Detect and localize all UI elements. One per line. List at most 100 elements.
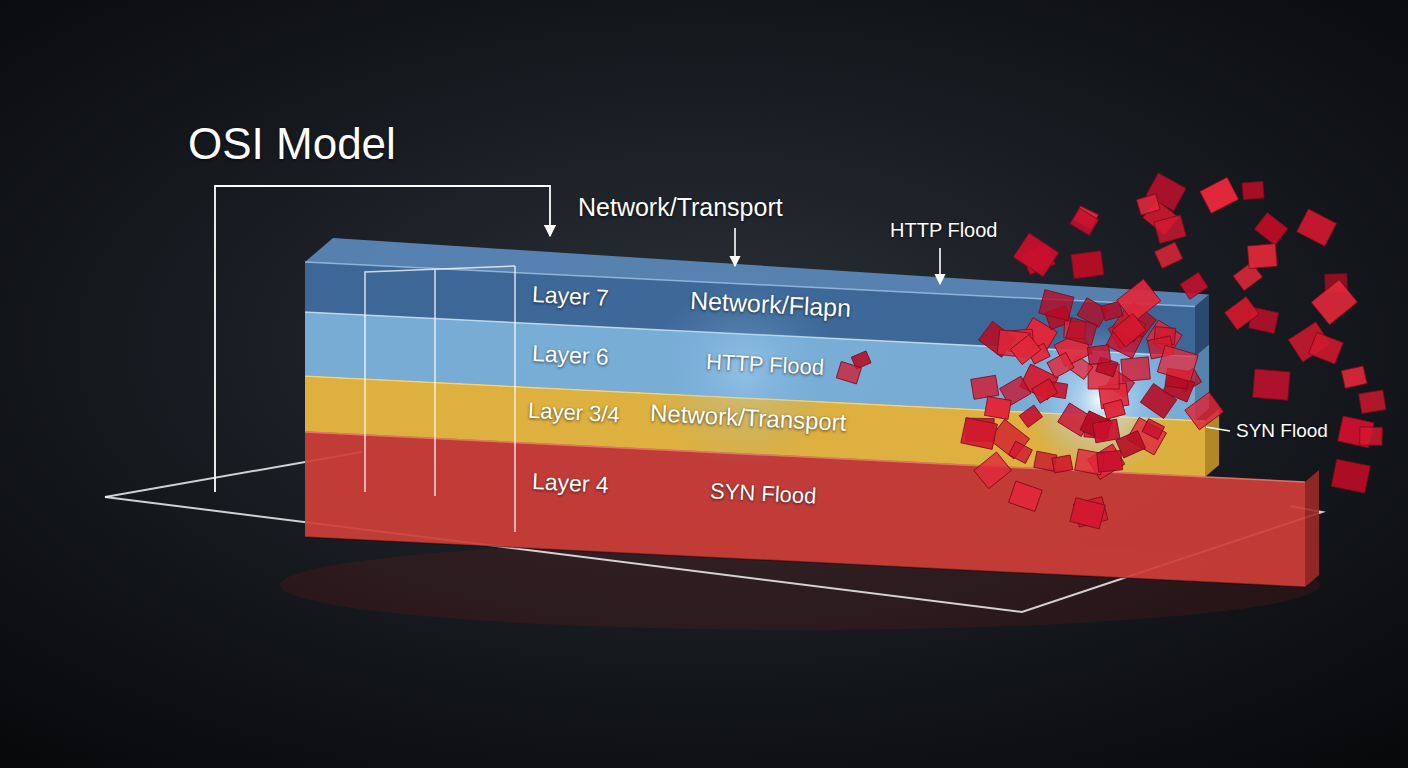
packet-square xyxy=(989,419,1030,459)
impact-glow xyxy=(1025,325,1175,475)
packet-square xyxy=(1331,459,1370,493)
packet-square xyxy=(1180,272,1208,299)
leader-line xyxy=(1206,427,1230,431)
packet-square xyxy=(1140,383,1176,418)
slab-side-face xyxy=(1205,409,1219,477)
packet-square xyxy=(1032,379,1058,404)
text-holder: Layer 4 xyxy=(532,470,609,498)
packet-square xyxy=(1047,352,1074,377)
packet-square xyxy=(1010,335,1041,365)
packet-square xyxy=(1112,313,1146,346)
packet-square xyxy=(1121,357,1151,382)
packet-square xyxy=(1009,481,1043,511)
slab-edge xyxy=(305,312,1195,357)
callout-label: Network/Transport xyxy=(578,192,783,222)
packet-square xyxy=(1092,419,1119,443)
layer-number: Layer 6 xyxy=(531,340,609,371)
packet-square xyxy=(1112,310,1145,342)
callout-label: SYN Flood xyxy=(1236,420,1328,443)
packet-square xyxy=(1101,301,1123,320)
packet-square xyxy=(1154,242,1182,268)
packet-square xyxy=(1073,206,1098,229)
packet-square xyxy=(1117,279,1161,322)
packet-square xyxy=(1068,356,1093,380)
packet-square xyxy=(1242,181,1264,199)
panel-line xyxy=(365,266,515,492)
text-holder: Network/Flapn xyxy=(690,289,851,319)
slab-front-face xyxy=(305,432,1305,587)
packet-square xyxy=(1360,427,1383,445)
text-holder: Network/Transport xyxy=(650,404,847,433)
packet-square xyxy=(1028,343,1050,364)
slab-edge xyxy=(305,537,1305,587)
packet-square xyxy=(1052,455,1073,473)
packet-square xyxy=(1064,321,1086,339)
attack-label: HTTP Flood xyxy=(705,349,824,381)
pointer-arrow xyxy=(734,228,736,266)
callout-label: HTTP Flood xyxy=(890,218,997,242)
packet-square xyxy=(1045,306,1071,330)
text-holder: HTTP Flood xyxy=(706,352,824,378)
packet-square xyxy=(1039,290,1074,321)
packet-square xyxy=(1066,318,1097,346)
packet-square xyxy=(1142,419,1164,440)
packet-square xyxy=(1019,405,1042,428)
packet-square xyxy=(1154,327,1176,345)
packet-square xyxy=(1200,177,1239,213)
packet-square xyxy=(1013,233,1059,277)
packet-square xyxy=(1080,411,1112,441)
packet-square xyxy=(1308,332,1343,364)
packet-square xyxy=(985,396,1012,419)
packet-square xyxy=(1254,213,1287,246)
packet-square xyxy=(1325,274,1348,292)
packet-square xyxy=(1163,373,1195,402)
text-holder: Layer 3/4 xyxy=(528,400,620,426)
packet-square xyxy=(1054,331,1092,366)
packet-square xyxy=(1143,200,1179,235)
packet-square xyxy=(1165,368,1189,389)
packet-square xyxy=(979,321,1016,357)
packet-square xyxy=(1070,498,1105,529)
text-holder: Layer 6 xyxy=(532,342,609,370)
packet-square xyxy=(1020,364,1058,400)
packet-square xyxy=(1103,399,1125,419)
slab-side-face xyxy=(1305,470,1319,587)
packet-square xyxy=(1233,262,1263,291)
packet-square xyxy=(1116,431,1146,458)
packet-square xyxy=(1311,280,1357,325)
packet-square xyxy=(971,375,999,399)
packet-square xyxy=(1070,208,1099,235)
packet-square xyxy=(1071,251,1104,279)
packet-group xyxy=(836,173,1386,529)
slab-edge xyxy=(305,432,1305,482)
packet-square xyxy=(1127,417,1167,454)
diagram-title: OSI Model xyxy=(188,118,396,171)
attack-label: Network/Transport xyxy=(649,399,847,438)
packet-square xyxy=(1224,297,1258,330)
pointer-arrow xyxy=(939,248,941,284)
attack-label: Network/Flapn xyxy=(689,285,851,323)
text-holder: HTTP Flood xyxy=(890,218,997,242)
packet-square xyxy=(1157,345,1198,381)
packet-square xyxy=(1022,318,1058,352)
packet-square xyxy=(1249,307,1279,333)
packet-square xyxy=(1088,444,1125,479)
panel-line xyxy=(434,270,436,496)
layer-number: Layer 7 xyxy=(531,281,609,312)
packet-square xyxy=(1147,336,1174,359)
packet-square xyxy=(966,418,995,441)
packet-square xyxy=(1154,215,1186,244)
title-bracket xyxy=(215,186,550,492)
packet-square xyxy=(1087,345,1110,365)
packet-square xyxy=(1000,376,1031,406)
packet-square xyxy=(1146,320,1182,354)
packet-square xyxy=(1119,302,1156,338)
packet-square xyxy=(974,452,1012,489)
packet-square xyxy=(1247,244,1277,269)
packet-square xyxy=(997,330,1030,358)
text-holder: Network/Transport xyxy=(578,192,783,222)
